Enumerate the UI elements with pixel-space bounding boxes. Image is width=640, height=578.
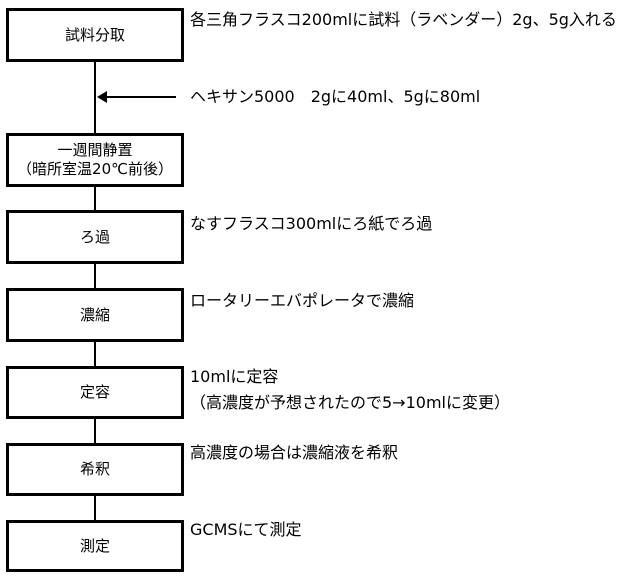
connector-line-2 — [94, 187, 96, 210]
step-note-measurement: GCMSにて測定 — [190, 520, 302, 539]
connector-line-3 — [94, 264, 96, 288]
solvent-addition-note: ヘキサン5000 2gに40ml、5gに80ml — [190, 87, 481, 106]
step-box-filtration: ろ過 — [6, 210, 184, 264]
step-label-measurement: 測定 — [79, 536, 110, 555]
step-box-sampling: 試料分取 — [6, 8, 184, 62]
step-box-dilution: 希釈 — [6, 443, 184, 496]
connector-line-4 — [94, 342, 96, 366]
step-note-volume-adjust-line2: （高濃度が予想されたので5→10mlに変更） — [190, 393, 510, 412]
step-label-standing-line2: （暗所室温20℃前後） — [17, 160, 173, 178]
step-label-dilution: 希釈 — [79, 460, 110, 478]
step-box-concentration: 濃縮 — [6, 288, 184, 342]
connector-line-6 — [94, 496, 96, 520]
step-label-standing-line1: 一週間静置 — [57, 141, 133, 159]
step-label-volume-adjust: 定容 — [79, 383, 110, 401]
step-note-sampling: 各三角フラスコ200mlに試料（ラベンダー）2g、5g入れる — [190, 10, 617, 29]
step-note-dilution: 高濃度の場合は濃縮液を希釈 — [190, 443, 399, 462]
step-box-measurement: 測定 — [6, 520, 184, 572]
connector-line-5 — [94, 419, 96, 443]
step-label-sampling: 試料分取 — [64, 25, 125, 44]
step-note-volume-adjust-line1: 10mlに定容 — [190, 367, 279, 386]
step-label-concentration: 濃縮 — [79, 305, 110, 324]
step-box-standing: 一週間静置 （暗所室温20℃前後） — [6, 133, 184, 187]
step-label-filtration: ろ過 — [79, 227, 110, 246]
addition-arrow-line — [104, 96, 176, 98]
step-note-concentration: ロータリーエバポレータで濃縮 — [190, 291, 415, 310]
connector-line-1 — [94, 62, 96, 133]
step-note-filtration: なすフラスコ300mlにろ紙でろ過 — [190, 214, 433, 233]
addition-arrow-head — [97, 91, 107, 103]
step-box-volume-adjust: 定容 — [6, 366, 184, 419]
